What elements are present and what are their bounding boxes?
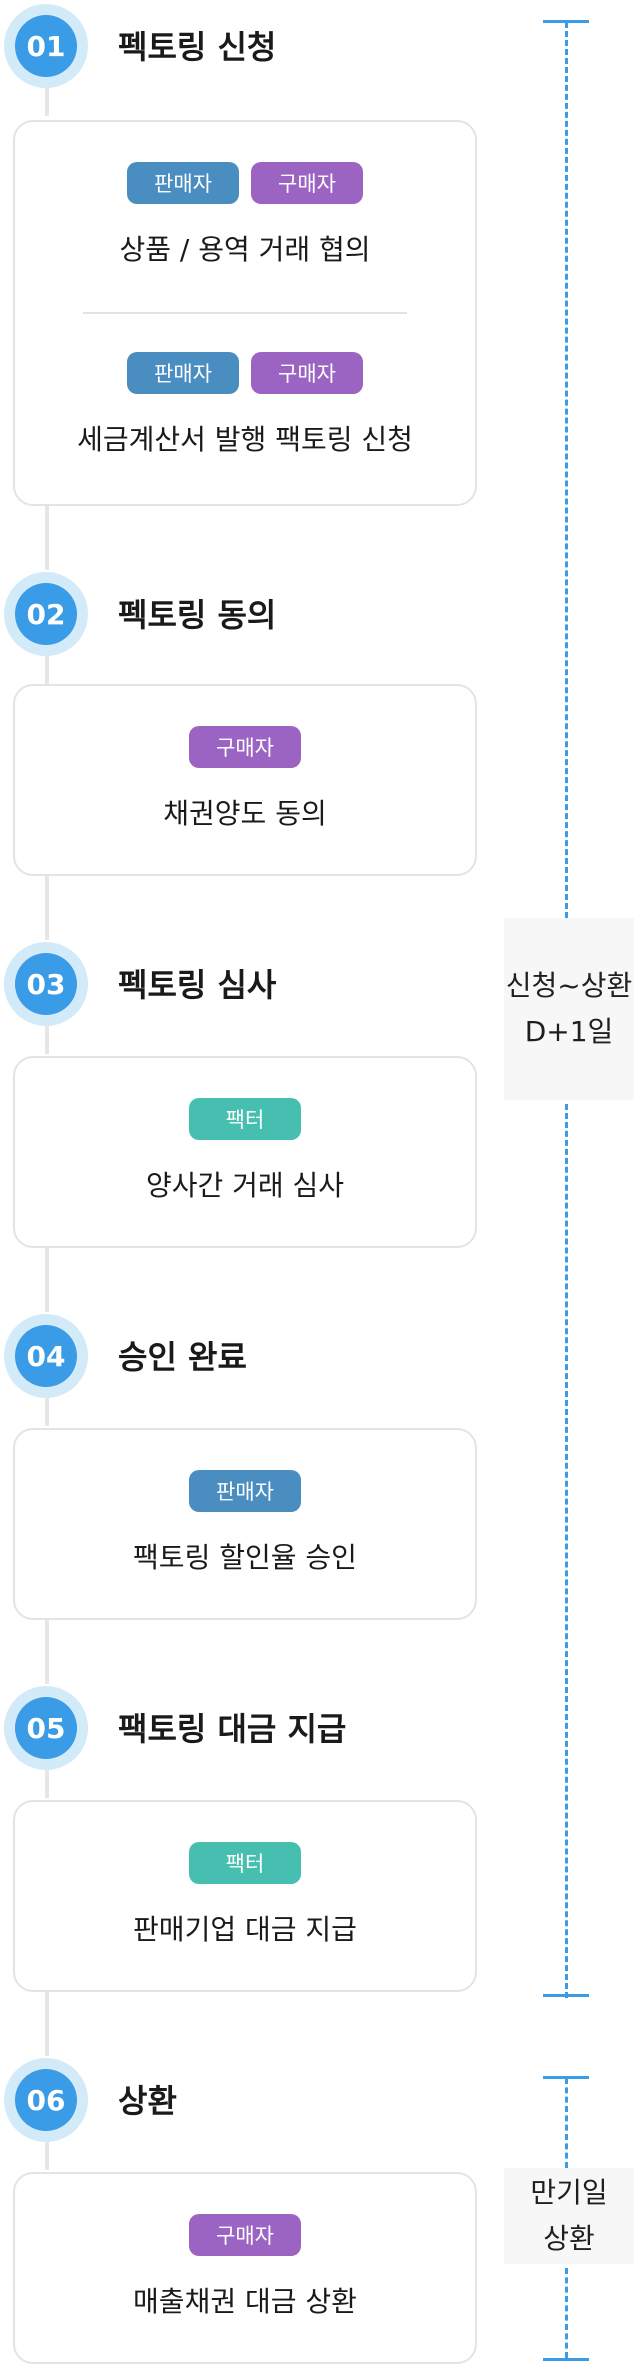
timeline-connector xyxy=(45,1770,49,1798)
step-header: 03 펙토링 심사 xyxy=(4,938,334,1038)
step-description: 매출채권 대금 상환 xyxy=(133,2285,357,2318)
step-header: 05 팩토링 대금 지급 xyxy=(4,1682,346,1782)
role-badges: 판매자 xyxy=(15,1470,475,1512)
bracket-bottom-tick xyxy=(543,1994,589,1997)
card-divider xyxy=(83,312,407,314)
role-badges: 판매자 구매자 xyxy=(15,162,475,204)
bracket-top-tick xyxy=(543,2076,589,2079)
step-description: 채권양도 동의 xyxy=(163,797,327,830)
timeline-connector xyxy=(45,876,49,940)
timeline-connector xyxy=(45,506,49,570)
duration-dashed-line xyxy=(565,2078,568,2168)
timeline-connector xyxy=(45,656,49,684)
step-card: 팩터 양사간 거래 심사 xyxy=(13,1056,477,1248)
step-title: 펙토링 심사 xyxy=(118,966,277,1004)
step-card: 판매자 구매자 상품 / 용역 거래 협의 판매자 구매자 세금계산서 발행 팩… xyxy=(13,120,477,506)
step-header: 06 상환 xyxy=(4,2054,334,2154)
step-card: 구매자 채권양도 동의 xyxy=(13,684,477,876)
timeline-connector xyxy=(45,1992,49,2056)
step-card: 판매자 팩토링 할인율 승인 xyxy=(13,1428,477,1620)
duration-label-line2: 상환 xyxy=(543,2222,595,2255)
timeline-connector xyxy=(45,1248,49,1312)
step-number: 01 xyxy=(15,15,77,77)
step-description: 양사간 거래 심사 xyxy=(145,1169,345,1202)
step-description: 판매기업 대금 지급 xyxy=(133,1913,357,1946)
timeline-connector xyxy=(45,1026,49,1054)
step-number: 04 xyxy=(15,1325,77,1387)
seller-badge: 판매자 xyxy=(127,162,239,204)
duration-dashed-line xyxy=(565,1104,568,1998)
role-badges: 판매자 구매자 xyxy=(15,352,475,394)
timeline-connector xyxy=(45,1620,49,1684)
step-title: 펙토링 신청 xyxy=(118,28,277,66)
step-description: 상품 / 용역 거래 협의 xyxy=(119,233,371,266)
duration-label: 신청~상환 D+1일 xyxy=(504,918,634,1100)
step-title: 펙토링 동의 xyxy=(118,596,277,634)
step-number: 06 xyxy=(15,2069,77,2131)
step-header: 02 펙토링 동의 xyxy=(4,568,334,668)
role-badges: 구매자 xyxy=(15,2214,475,2256)
buyer-badge: 구매자 xyxy=(251,162,363,204)
role-badges: 팩터 xyxy=(15,1842,475,1884)
step-card: 구매자 매출채권 대금 상환 xyxy=(13,2172,477,2364)
timeline-connector xyxy=(45,2142,49,2170)
step-title: 상환 xyxy=(118,2082,177,2120)
duration-label: 만기일 상환 xyxy=(504,2168,634,2264)
factor-badge: 팩터 xyxy=(189,1098,301,1140)
buyer-badge: 구매자 xyxy=(189,726,301,768)
step-title: 팩토링 대금 지급 xyxy=(118,1710,347,1748)
step-header: 01 펙토링 신청 xyxy=(4,0,334,100)
duration-dashed-line xyxy=(565,22,568,918)
step-description: 팩토링 할인율 승인 xyxy=(133,1541,357,1574)
role-badges: 팩터 xyxy=(15,1098,475,1140)
step-header: 04 승인 완료 xyxy=(4,1310,334,1410)
step-card: 팩터 판매기업 대금 지급 xyxy=(13,1800,477,1992)
bracket-top-tick xyxy=(543,20,589,23)
seller-badge: 판매자 xyxy=(189,1470,301,1512)
step-number: 03 xyxy=(15,953,77,1015)
timeline-connector xyxy=(45,1398,49,1426)
duration-dashed-line xyxy=(565,2268,568,2358)
role-badges: 구매자 xyxy=(15,726,475,768)
duration-label-line1: 만기일 xyxy=(530,2176,608,2209)
duration-label-line1: 신청~상환 xyxy=(505,969,633,1002)
duration-label-line2: D+1일 xyxy=(524,1015,614,1048)
timeline-connector xyxy=(45,88,49,116)
step-title: 승인 완료 xyxy=(118,1338,247,1376)
bracket-bottom-tick xyxy=(543,2358,589,2361)
factor-badge: 팩터 xyxy=(189,1842,301,1884)
step-description: 세금계산서 발행 팩토링 신청 xyxy=(77,423,413,456)
step-number: 02 xyxy=(15,583,77,645)
seller-badge: 판매자 xyxy=(127,352,239,394)
step-number: 05 xyxy=(15,1697,77,1759)
buyer-badge: 구매자 xyxy=(251,352,363,394)
buyer-badge: 구매자 xyxy=(189,2214,301,2256)
